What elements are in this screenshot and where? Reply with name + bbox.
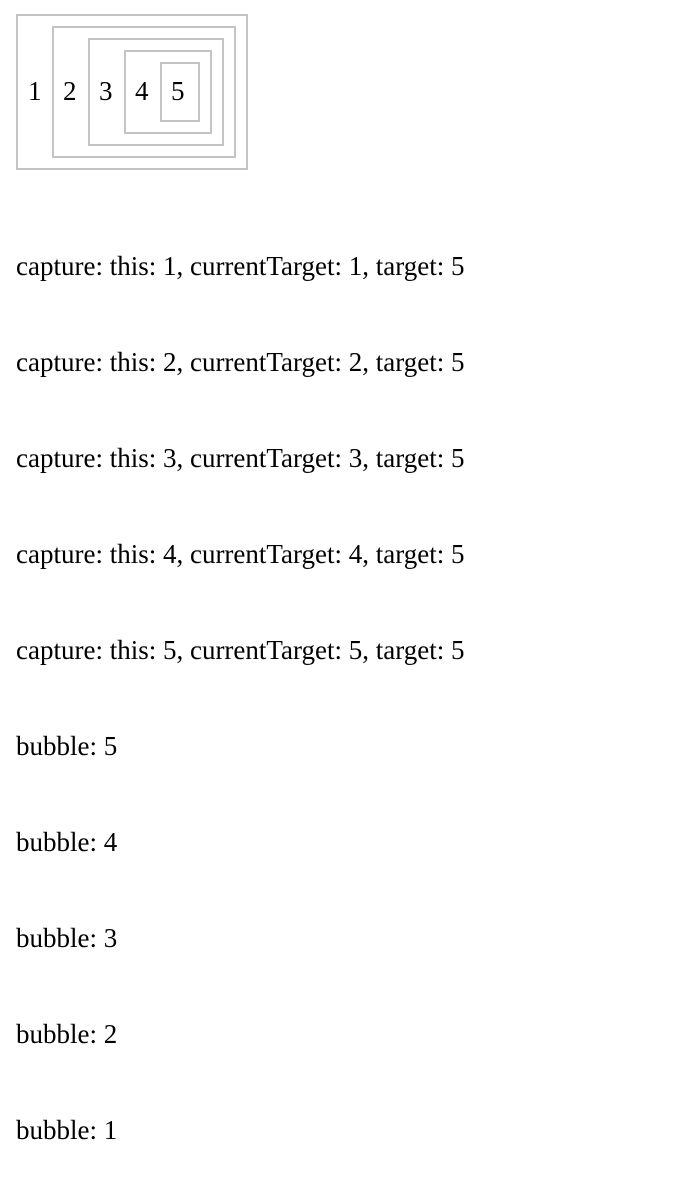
log-line: bubble: 2 [16,1019,118,1049]
log-line: capture: this: 3, currentTarget: 3, targ… [16,443,465,473]
box-3[interactable] [88,38,224,146]
log-line: bubble: 5 [16,731,118,761]
box-5-label: 5 [171,76,185,106]
box-1-label: 1 [28,76,42,106]
log-line: bubble: 1 [16,1115,118,1145]
box-4-label: 4 [135,76,149,106]
log-line: capture: this: 2, currentTarget: 2, targ… [16,347,465,377]
log-line: bubble: 3 [16,923,118,953]
log-line: capture: this: 1, currentTarget: 1, targ… [16,251,465,281]
log-line: capture: this: 5, currentTarget: 5, targ… [16,635,465,665]
log-line: bubble: 4 [16,827,118,857]
box-1[interactable] [16,14,248,170]
log-line: capture: this: 4, currentTarget: 4, targ… [16,539,465,569]
box-3-label: 3 [99,76,113,106]
box-2-label: 2 [63,76,77,106]
box-4[interactable] [124,50,212,134]
box-2[interactable] [52,26,236,158]
box-5[interactable] [160,62,200,122]
event-log: capture: this: 1, currentTarget: 1, targ… [16,186,464,1178]
